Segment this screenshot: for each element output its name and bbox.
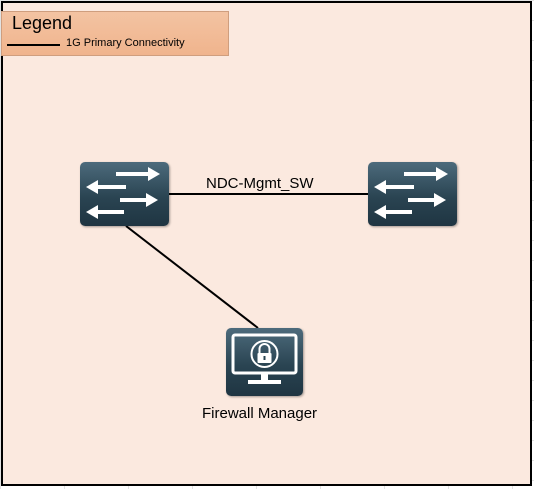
layer2-switch-icon: [86, 167, 160, 219]
firewall-manager-node[interactable]: [226, 328, 303, 396]
legend-item-label: 1G Primary Connectivity: [66, 37, 185, 49]
switch-left[interactable]: [80, 162, 169, 226]
switch-label: NDC-Mgmt_SW: [206, 175, 314, 192]
firewall-manager-label: Firewall Manager: [202, 405, 318, 422]
link-switch-to-firewall-manager: [125, 225, 259, 329]
legend-line-sample: [7, 44, 60, 46]
legend-box: Legend 1G Primary Connectivity: [1, 11, 229, 56]
switch-right[interactable]: [368, 162, 457, 226]
layer2-switch-icon: [374, 167, 448, 219]
legend-title: Legend: [12, 13, 73, 33]
firewall-manager-monitor-lock-icon: [231, 333, 298, 384]
